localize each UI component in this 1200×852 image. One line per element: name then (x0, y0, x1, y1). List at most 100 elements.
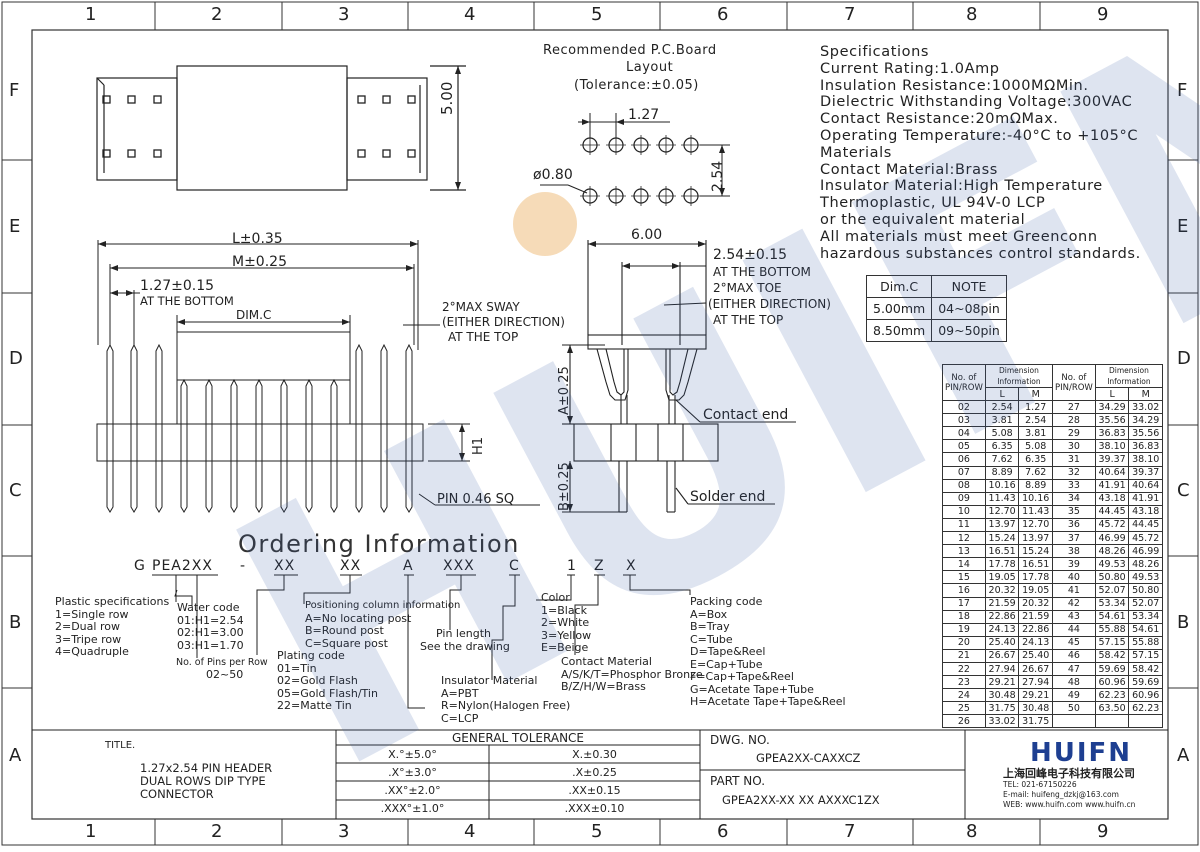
spec-line: All materials must meet Greenconn (820, 228, 1098, 245)
spec-line: Thermoplastic, UL 94V-0 LCP (820, 195, 1046, 212)
color-line: 3=Yellow (541, 628, 592, 642)
side-toe-line1: 2°MAX TOE (713, 281, 782, 295)
code-part: Z (594, 558, 605, 574)
front-pin (280, 378, 288, 513)
spec-line: Dielectric Withstanding Voltage:300VAC (820, 94, 1133, 111)
spec-line: Contact Material:Brass (820, 161, 998, 178)
pinlen-line: Pin length (436, 627, 491, 640)
grid-col-3: 3 (338, 4, 350, 25)
contact-line: B/Z/H/W=Brass (561, 680, 646, 693)
tolerance-cell: .XX°±2.0° (384, 784, 441, 797)
plating-code-block: Plating code 01=Tin 02=Gold Flash 05=Gol… (277, 649, 378, 713)
grid-col-8: 8 (966, 4, 978, 25)
position-line: Positioning column information (305, 600, 461, 611)
dwg-no-label: DWG. NO. (710, 733, 770, 747)
company-name-cn: 上海回峰电子科技有限公司 (1003, 767, 1135, 780)
grid-col-6: 6 (717, 4, 729, 25)
tolerance-cell: .X±0.25 (572, 766, 617, 779)
pins-per-row-block: No. of Pins per Row 02~50 (176, 657, 268, 681)
code-part: PEA2XX (152, 558, 213, 574)
part-no-value: GPEA2XX-XX XX AXXXC1ZX (722, 793, 880, 807)
front-L-dim: L±0.35 (232, 231, 283, 247)
dim-table-cell: 46.99 (1128, 544, 1163, 559)
grid-col-5: 5 (591, 4, 603, 25)
insulator-block: Insulator Material A=PBT R=Nylon(Halogen… (441, 674, 570, 725)
pinlen-line: See the drawing (420, 639, 510, 653)
grid-col-9-bottom: 9 (1097, 821, 1109, 842)
part-no-label: PART NO. (710, 774, 766, 788)
contact-line: A/S/K/T=Phosphor Bronze (561, 667, 703, 681)
spec-line: Insulator Material:High Temperature (820, 178, 1103, 195)
grid-col-3-bottom: 3 (338, 821, 350, 842)
packing-line: E=Cap+Tube (690, 657, 763, 671)
front-dimc-label: DIM.C (236, 308, 272, 322)
front-pin (180, 378, 188, 513)
water-line: 02:H1=3.00 (177, 626, 244, 639)
tolerance-cell: .XXX±0.10 (564, 802, 625, 815)
front-pin (130, 343, 138, 513)
code-part: 1 (567, 558, 577, 574)
grid-col-8-bottom: 8 (966, 821, 978, 842)
front-pin (230, 378, 238, 513)
plastic-line: 1=Single row (55, 607, 129, 621)
grid-row-A: A (9, 745, 22, 766)
code-part: X (626, 558, 637, 574)
note-cell: 09~50pin (931, 319, 1007, 342)
front-pin (380, 343, 388, 513)
code-part: - (240, 558, 247, 574)
pcb-title-1: Recommended P.C.Board (543, 43, 717, 58)
packing-line: D=Tape&Reel (690, 645, 766, 658)
grid-col-5-bottom: 5 (591, 821, 603, 842)
front-pin (355, 343, 363, 513)
side-row-note: AT THE BOTTOM (713, 265, 811, 279)
grid-row-A-right: A (1177, 745, 1190, 766)
grid-row-B-right: B (1177, 612, 1190, 633)
positioning-block: Positioning column information A=No loca… (305, 600, 460, 650)
pins-line: No. of Pins per Row (176, 657, 268, 668)
pcb-pitch-dim: 1.27 (628, 107, 660, 123)
pcb-title-2: Layout (626, 60, 674, 75)
front-pin-label: PIN 0.46 SQ (437, 492, 515, 507)
plating-line: Plating code (277, 649, 345, 662)
front-pin (205, 378, 213, 513)
spec-line: or the equivalent material (820, 211, 1026, 228)
dim-header-pinrow-2: PIN/ROW (1054, 382, 1093, 393)
dim-header-M-2: M (1128, 386, 1163, 402)
front-M-dim: M±0.25 (232, 254, 287, 270)
title-line: CONNECTOR (140, 787, 214, 801)
note-cell: 5.00mm (865, 297, 933, 320)
spec-line: hazardous substances control standards. (820, 245, 1141, 262)
tolerance-cell: .X°±3.0° (388, 766, 437, 779)
pcb-hole-dim: ø0.80 (533, 167, 573, 183)
packing-line: F=Cap+Tape&Reel (690, 670, 794, 683)
front-pitch-dim: 1.27±0.15 (140, 278, 215, 294)
company-web: WEB: www.huifn.com www.huifn.cn (1003, 800, 1136, 809)
code-part: XX (340, 558, 362, 574)
insulator-line: Insulator Material (441, 674, 538, 687)
grid-col-2-bottom: 2 (211, 821, 223, 842)
grid-col-1: 1 (85, 4, 97, 25)
dim-header-pinrow: PIN/ROW (945, 382, 983, 393)
packing-line: G=Acetate Tape+Tube (690, 682, 814, 696)
front-pin (106, 343, 114, 513)
side-toe-line3: AT THE TOP (713, 313, 784, 327)
grid-row-F: F (9, 80, 20, 101)
color-block: Color 1=Black 2=White 3=Yellow E=Beige (541, 591, 592, 655)
front-pin (305, 378, 313, 513)
plating-line: 01=Tin (277, 661, 317, 675)
dim-table-cell: 33.02 (1128, 400, 1163, 415)
position-line: C=Square post (305, 636, 388, 650)
position-line: B=Round post (305, 624, 384, 637)
spec-line: Specifications (820, 44, 930, 60)
